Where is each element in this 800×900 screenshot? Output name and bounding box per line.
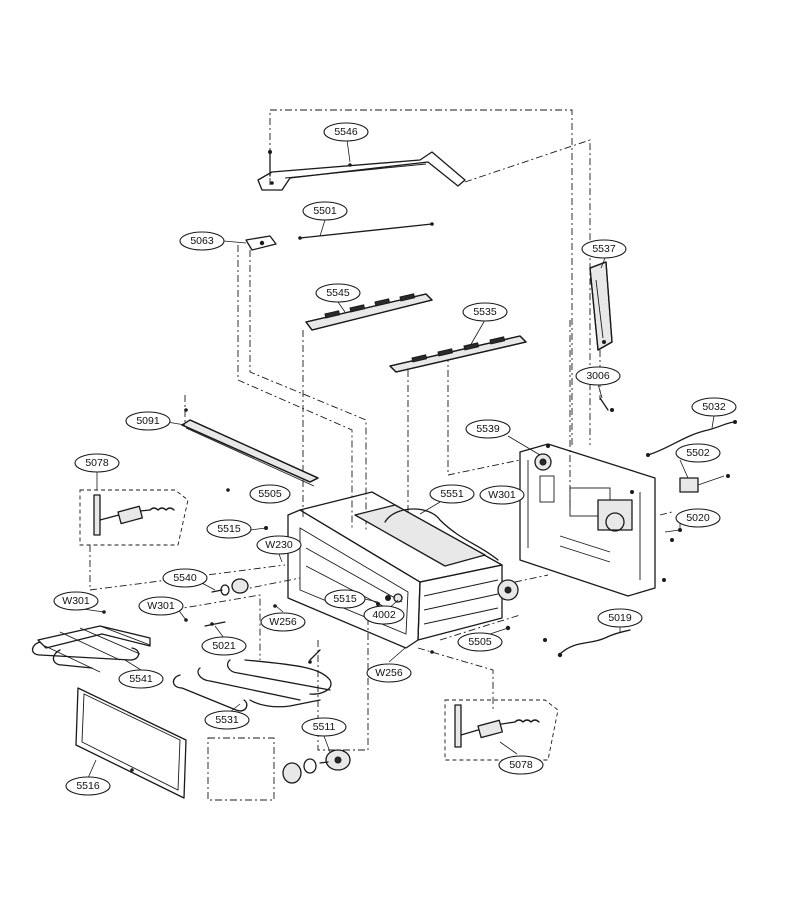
callout-label: 5531 [215, 714, 239, 726]
callout-label: W230 [265, 539, 293, 551]
leader-lines [75, 139, 715, 779]
callout-5537: 5537 [581, 239, 627, 259]
part-3006-screw [599, 397, 614, 412]
callout-5511: 5511 [301, 717, 347, 737]
part-5539-fan [534, 453, 552, 471]
callout-label: 5505 [258, 488, 282, 500]
callout-label: W301 [147, 600, 175, 612]
callout-4002: 4002 [363, 605, 405, 625]
callout-label: 4002 [372, 609, 396, 621]
callout-5546: 5546 [323, 122, 369, 142]
part-5551-oven-cavity [287, 491, 519, 649]
part-5063-bracket [245, 235, 277, 251]
callout-label: 3006 [586, 370, 610, 382]
callout-5032: 5032 [691, 397, 737, 417]
callout-label: 5078 [509, 759, 533, 771]
callout-5020: 5020 [675, 508, 721, 528]
callout-w256-center: W256 [260, 612, 306, 632]
callout-label: 5516 [76, 780, 100, 792]
part-5502-switch [679, 474, 730, 493]
callout-5539: 5539 [465, 419, 511, 439]
callout-label: 5515 [333, 593, 357, 605]
part-w256-fasteners [273, 604, 434, 654]
callout-w301-right: W301 [479, 485, 525, 505]
callout-label: 5540 [173, 572, 197, 584]
callout-label: 5019 [608, 612, 632, 624]
callout-w256-bottom: W256 [366, 663, 412, 683]
callout-w301-middle: W301 [138, 596, 184, 616]
part-5537-vertical-bracket [589, 261, 613, 351]
callout-5516: 5516 [65, 776, 111, 796]
part-5032-wire [646, 420, 737, 457]
callout-5531: 5531 [204, 710, 250, 730]
part-5535-panel [389, 335, 527, 373]
callout-label: 5020 [686, 512, 710, 524]
callout-5551: 5551 [429, 484, 475, 504]
callout-5501: 5501 [302, 201, 348, 221]
part-5531-lower-element [172, 649, 332, 712]
callout-w230: W230 [256, 535, 302, 555]
callout-5540: 5540 [162, 568, 208, 588]
part-5540-knob [211, 578, 249, 596]
callout-label: 5515 [217, 523, 241, 535]
callout-5545: 5545 [315, 283, 361, 303]
callout-label: W256 [375, 667, 403, 679]
callout-5535: 5535 [462, 302, 508, 322]
callout-label: 5537 [592, 243, 616, 255]
callout-5091: 5091 [125, 411, 171, 431]
callout-label: 5078 [85, 457, 109, 469]
callout-label: 5539 [476, 423, 500, 435]
callout-5515-center: 5515 [324, 589, 366, 609]
callout-w301-left: W301 [53, 591, 99, 611]
callout-5063: 5063 [179, 231, 225, 251]
callout-3006: 3006 [575, 366, 621, 386]
part-5078-right-hinge [444, 699, 559, 761]
callout-5078-right: 5078 [498, 755, 544, 775]
part-5511-lamp [282, 749, 351, 784]
part-5541-upper-element [31, 625, 151, 673]
callout-label: 5541 [129, 673, 153, 685]
callout-5515-left: 5515 [206, 519, 252, 539]
callout-5541: 5541 [118, 669, 164, 689]
callout-label: W256 [269, 616, 297, 628]
callout-5505-top: 5505 [249, 484, 291, 504]
part-5020-screws [664, 528, 682, 533]
part-4002-sensor [393, 593, 403, 603]
callout-label: W301 [62, 595, 90, 607]
callout-5078-left: 5078 [74, 453, 120, 473]
callout-5505-bottom: 5505 [457, 632, 503, 652]
callout-label: 5511 [313, 721, 336, 733]
part-back-panel [519, 443, 674, 597]
callout-label: 5546 [334, 126, 358, 138]
callout-label: 5551 [440, 488, 464, 500]
callout-label: 5091 [136, 415, 160, 427]
callout-5019: 5019 [597, 608, 643, 628]
part-5545-panel [305, 293, 433, 331]
part-5021-element-bracket [204, 621, 226, 627]
callout-label: 5063 [190, 235, 214, 247]
callout-5502: 5502 [675, 443, 721, 463]
callout-label: 5505 [468, 636, 492, 648]
part-5516-gasket [75, 687, 187, 799]
callout-label: 5501 [313, 205, 337, 217]
part-5546-top-bracket [257, 149, 466, 191]
part-5019-wire [557, 629, 631, 658]
part-5091-rail [181, 408, 319, 487]
callout-label: 5021 [212, 640, 236, 652]
callout-label: 5502 [686, 447, 710, 459]
part-5501-rod [298, 222, 434, 240]
part-5078-left-hinge [79, 489, 189, 546]
callout-label: 5032 [702, 401, 726, 413]
callout-label: 5545 [326, 287, 350, 299]
callout-5021: 5021 [201, 636, 247, 656]
callout-label: W301 [488, 489, 516, 501]
callout-label: 5535 [473, 306, 497, 318]
